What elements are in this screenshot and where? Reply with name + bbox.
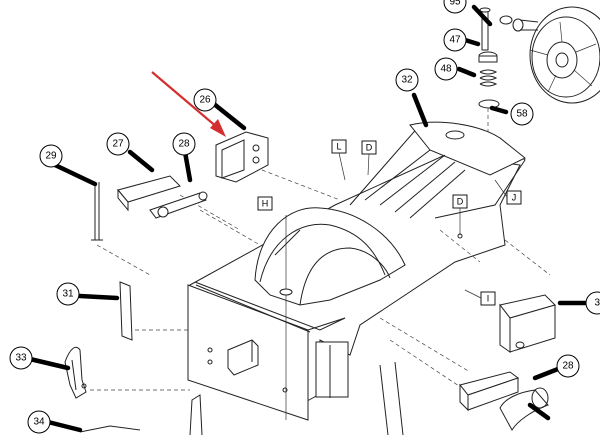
chassis-part bbox=[187, 121, 551, 421]
callout-36: 36 bbox=[585, 291, 600, 315]
callout-48: 48 bbox=[434, 57, 458, 81]
callout-26: 26 bbox=[193, 88, 217, 112]
label-box-I: I bbox=[480, 291, 496, 306]
callout-33: 33 bbox=[9, 346, 33, 370]
callout-28-upper: 28 bbox=[172, 132, 196, 156]
callout-47: 47 bbox=[443, 28, 467, 52]
svg-text:36: 36 bbox=[594, 298, 600, 309]
svg-text:29: 29 bbox=[45, 151, 57, 162]
label-box-L: L bbox=[331, 139, 347, 154]
label-box-D-upper: D bbox=[361, 140, 377, 155]
red-pointer-arrow bbox=[151, 71, 226, 137]
box-leader-lines bbox=[338, 152, 508, 299]
svg-text:28: 28 bbox=[178, 139, 190, 150]
label-box-H: H bbox=[257, 196, 273, 211]
svg-text:34: 34 bbox=[33, 417, 45, 428]
front-latch-part bbox=[227, 339, 259, 376]
callout-27: 27 bbox=[106, 132, 130, 156]
leader-lines bbox=[27, 4, 591, 433]
svg-text:33: 33 bbox=[15, 353, 27, 364]
diagram-line-art bbox=[64, 6, 600, 435]
svg-text:D: D bbox=[457, 197, 464, 207]
svg-text:I: I bbox=[487, 294, 490, 304]
bracket-part bbox=[215, 131, 341, 201]
svg-text:H: H bbox=[262, 199, 269, 209]
svg-text:D: D bbox=[366, 143, 373, 153]
label-box-J: J bbox=[506, 190, 522, 205]
svg-text:27: 27 bbox=[112, 139, 124, 150]
svg-text:L: L bbox=[336, 142, 341, 152]
block-part bbox=[499, 294, 556, 353]
pin-part bbox=[149, 191, 261, 246]
callout-29: 29 bbox=[39, 144, 63, 168]
clip-part bbox=[79, 394, 203, 435]
svg-text:48: 48 bbox=[440, 64, 452, 75]
bottom-right-parts bbox=[379, 361, 549, 435]
bolt-stack-part bbox=[478, 7, 500, 140]
latch-part bbox=[64, 346, 190, 399]
pad-part bbox=[117, 175, 241, 231]
callout-31: 31 bbox=[56, 282, 80, 306]
callout-28-lower: 28 bbox=[556, 354, 580, 378]
wheel-part bbox=[499, 6, 600, 104]
svg-text:26: 26 bbox=[199, 95, 211, 106]
callout-95: 95 bbox=[443, 0, 467, 14]
svg-text:47: 47 bbox=[449, 35, 461, 46]
label-box-D-lower: D bbox=[452, 194, 468, 209]
callout-58: 58 bbox=[510, 102, 534, 126]
svg-text:31: 31 bbox=[62, 289, 74, 300]
callout-34: 34 bbox=[27, 410, 51, 434]
rod-part bbox=[91, 182, 151, 276]
flap-part bbox=[119, 281, 190, 341]
callout-32: 32 bbox=[395, 68, 419, 92]
svg-text:J: J bbox=[512, 193, 517, 203]
svg-text:32: 32 bbox=[401, 75, 413, 86]
svg-text:58: 58 bbox=[516, 109, 528, 120]
svg-text:95: 95 bbox=[449, 0, 461, 8]
svg-text:28: 28 bbox=[562, 361, 574, 372]
